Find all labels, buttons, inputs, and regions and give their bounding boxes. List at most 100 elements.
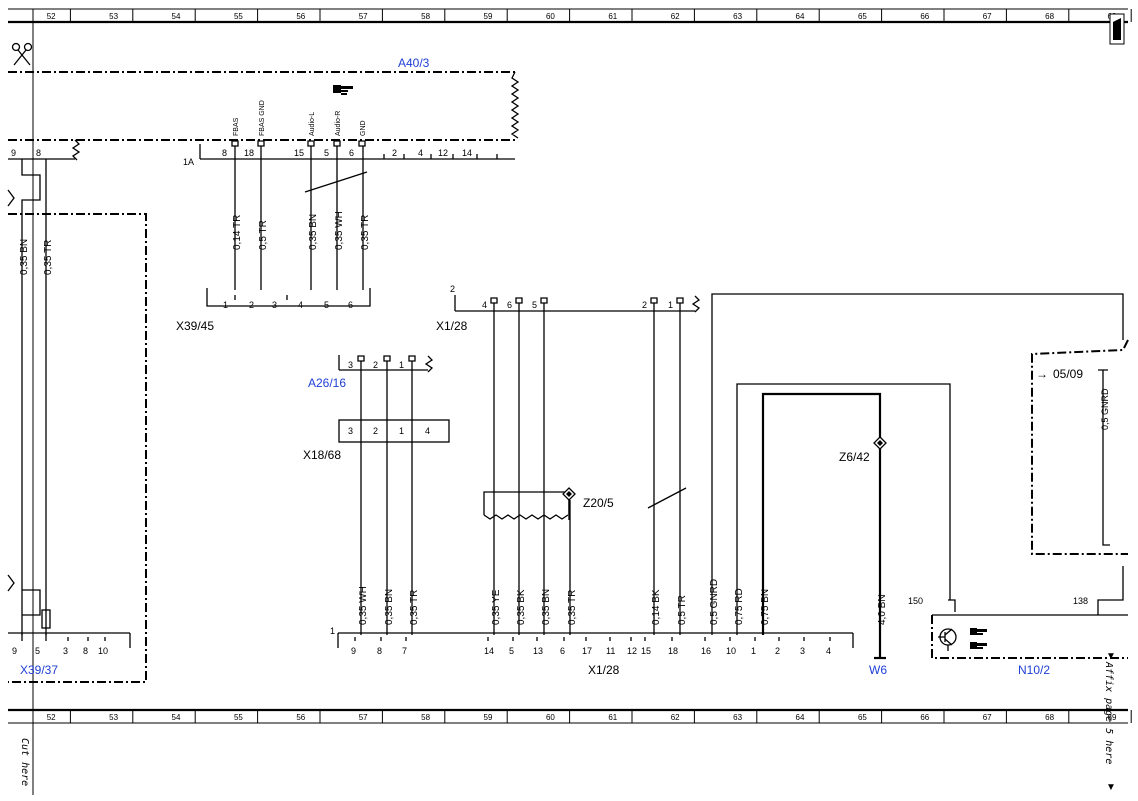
pin-name-fbas-gnd: FBAS GND — [259, 100, 266, 136]
ruler-label: 53 — [109, 12, 118, 21]
left-wires: 0,35 BN 0,35 TR — [7, 159, 147, 683]
ruler-label: 61 — [608, 713, 617, 722]
x1-28-bottom-pin: 9 — [351, 646, 356, 656]
x39-45-pin: 1 — [223, 300, 228, 310]
a40-3-pin: 5 — [324, 148, 329, 158]
wire-label: 4,0 BN — [877, 594, 888, 625]
ruler-label: 64 — [796, 713, 805, 722]
w6-label: W6 — [869, 663, 887, 677]
x1-28-bottom-pin: 12 — [627, 646, 637, 656]
x1-28-bottom-pin: 10 — [726, 646, 736, 656]
pin-name-audio-l: Audio-L — [309, 112, 316, 136]
left-pin-9: 9 — [11, 148, 16, 158]
n10-2-pin: 150 — [908, 596, 923, 606]
x1-28-top-pin: 6 — [507, 300, 512, 310]
ruler-label: 55 — [234, 12, 243, 21]
cut-here-note: Cut here — [19, 738, 30, 786]
a26-16-pin: 2 — [373, 360, 378, 370]
ruler-label: 68 — [1045, 713, 1054, 722]
a26-16-label: A26/16 — [308, 376, 346, 390]
wire-label: 0,35 TR — [360, 215, 371, 250]
x1-28-bottom-pin: 7 — [402, 646, 407, 656]
right-wires: Z6/42 4,0 BN W6 — [711, 293, 1124, 677]
x39-37-pin: 8 — [83, 646, 88, 656]
x18-68-wires — [360, 361, 413, 635]
ruler-label: 56 — [296, 713, 305, 722]
x1-28-top-pin: 4 — [482, 300, 487, 310]
ruler-label: 61 — [608, 12, 617, 21]
ruler-label: 55 — [234, 713, 243, 722]
x1-28-top-connector: 2 4 6 5 2 1 X1/28 — [436, 284, 701, 333]
scissors-icon — [11, 42, 33, 66]
left-pin-8: 8 — [36, 148, 41, 158]
page-corner-marker-icon — [1109, 13, 1125, 45]
a40-3-pin: 14 — [462, 148, 472, 158]
x1-28-bottom-label: X1/28 — [588, 663, 620, 677]
z6-42-label: Z6/42 — [839, 450, 870, 464]
ruler-label: 54 — [172, 12, 181, 21]
x1-28-top-label: X1/28 — [436, 319, 468, 333]
wire-label: 0,35 BN — [384, 589, 395, 625]
wire-label: 0,35 TR — [567, 590, 578, 625]
ruler-label: 57 — [359, 12, 368, 21]
ruler-label: 66 — [920, 713, 929, 722]
x1-28-bottom-row-label: 1 — [330, 626, 335, 636]
x1-28-bottom-pin: 16 — [701, 646, 711, 656]
a40-3-pin: 8 — [222, 148, 227, 158]
x39-45-label: X39/45 — [176, 319, 214, 333]
wire-label: 0,75 BN — [760, 589, 771, 625]
x39-37-pin: 3 — [63, 646, 68, 656]
pin-name-gnd: GND — [360, 120, 367, 136]
wire-label: 0,5 TR — [258, 220, 269, 250]
x39-45-pin: 4 — [298, 300, 303, 310]
x18-68-pin: 3 — [348, 426, 353, 436]
gnrd-wire-label: 0,5 GNRD — [1100, 388, 1110, 430]
x39-45-pin: 3 — [272, 300, 277, 310]
ruler-label: 64 — [796, 12, 805, 21]
ruler-label: 69 — [1108, 713, 1117, 722]
ruler-label: 60 — [546, 12, 555, 21]
x39-37-pin: 9 — [12, 646, 17, 656]
ruler-label: 57 — [359, 713, 368, 722]
wire-label: 0,75 RD — [734, 588, 745, 625]
x1-28-bottom-pin: 11 — [606, 646, 615, 656]
ref-arrow-icon: → — [1036, 367, 1048, 381]
x1-28-top-label-2: 2 — [450, 284, 455, 294]
wire-label: 0,35 TR — [43, 240, 54, 275]
affix-arrow-icon: ▼ — [1106, 782, 1116, 793]
transistor-icon — [938, 628, 957, 651]
ruler-label: 59 — [484, 12, 493, 21]
x1-28-bottom-pin: 5 — [509, 646, 514, 656]
n10-2-label: N10/2 — [1018, 663, 1050, 677]
pin-name-audio-r: Audio-R — [335, 111, 342, 136]
wire-label: 0,35 WH — [334, 211, 345, 250]
n10-2-module: 150 138 N10/2 — [908, 596, 1128, 677]
ruler-label: 63 — [733, 713, 742, 722]
x39-37-pin: 10 — [98, 646, 108, 656]
x1-28-bottom-pin: 2 — [775, 646, 780, 656]
ruler-label: 65 — [858, 713, 867, 722]
a40-3-pin: 4 — [418, 148, 423, 158]
ref-05-09-label: 05/09 — [1053, 367, 1083, 381]
pointing-hand-icon — [333, 85, 353, 95]
wire-label: 0,35 YE — [491, 589, 502, 625]
ruler-label: 67 — [983, 713, 992, 722]
wire-label: 0,35 WH — [358, 586, 369, 625]
a40-3-module: A40/3 1A FBAS FBAS GND Audio-L Audio-R G… — [8, 56, 520, 167]
ruler-label: 59 — [484, 713, 493, 722]
x1-28-bottom-pin: 6 — [560, 646, 565, 656]
splice-diamond-icon — [562, 487, 576, 501]
ruler-label: 62 — [671, 12, 680, 21]
ruler-label: 60 — [546, 713, 555, 722]
ruler-label: 63 — [733, 12, 742, 21]
a40-3-pin: 18 — [244, 148, 254, 158]
a40-3-pin: 12 — [438, 148, 448, 158]
wire-label: 0,35 TR — [409, 590, 420, 625]
x39-45-connector: 0,14 TR 0,5 TR 0,35 BN 0,35 WH 0,35 TR 1… — [176, 146, 371, 333]
ruler-label: 53 — [109, 713, 118, 722]
x39-45-pin: 6 — [348, 300, 353, 310]
a26-16-pin: 3 — [348, 360, 353, 370]
a26-16-pin: 1 — [399, 360, 404, 370]
